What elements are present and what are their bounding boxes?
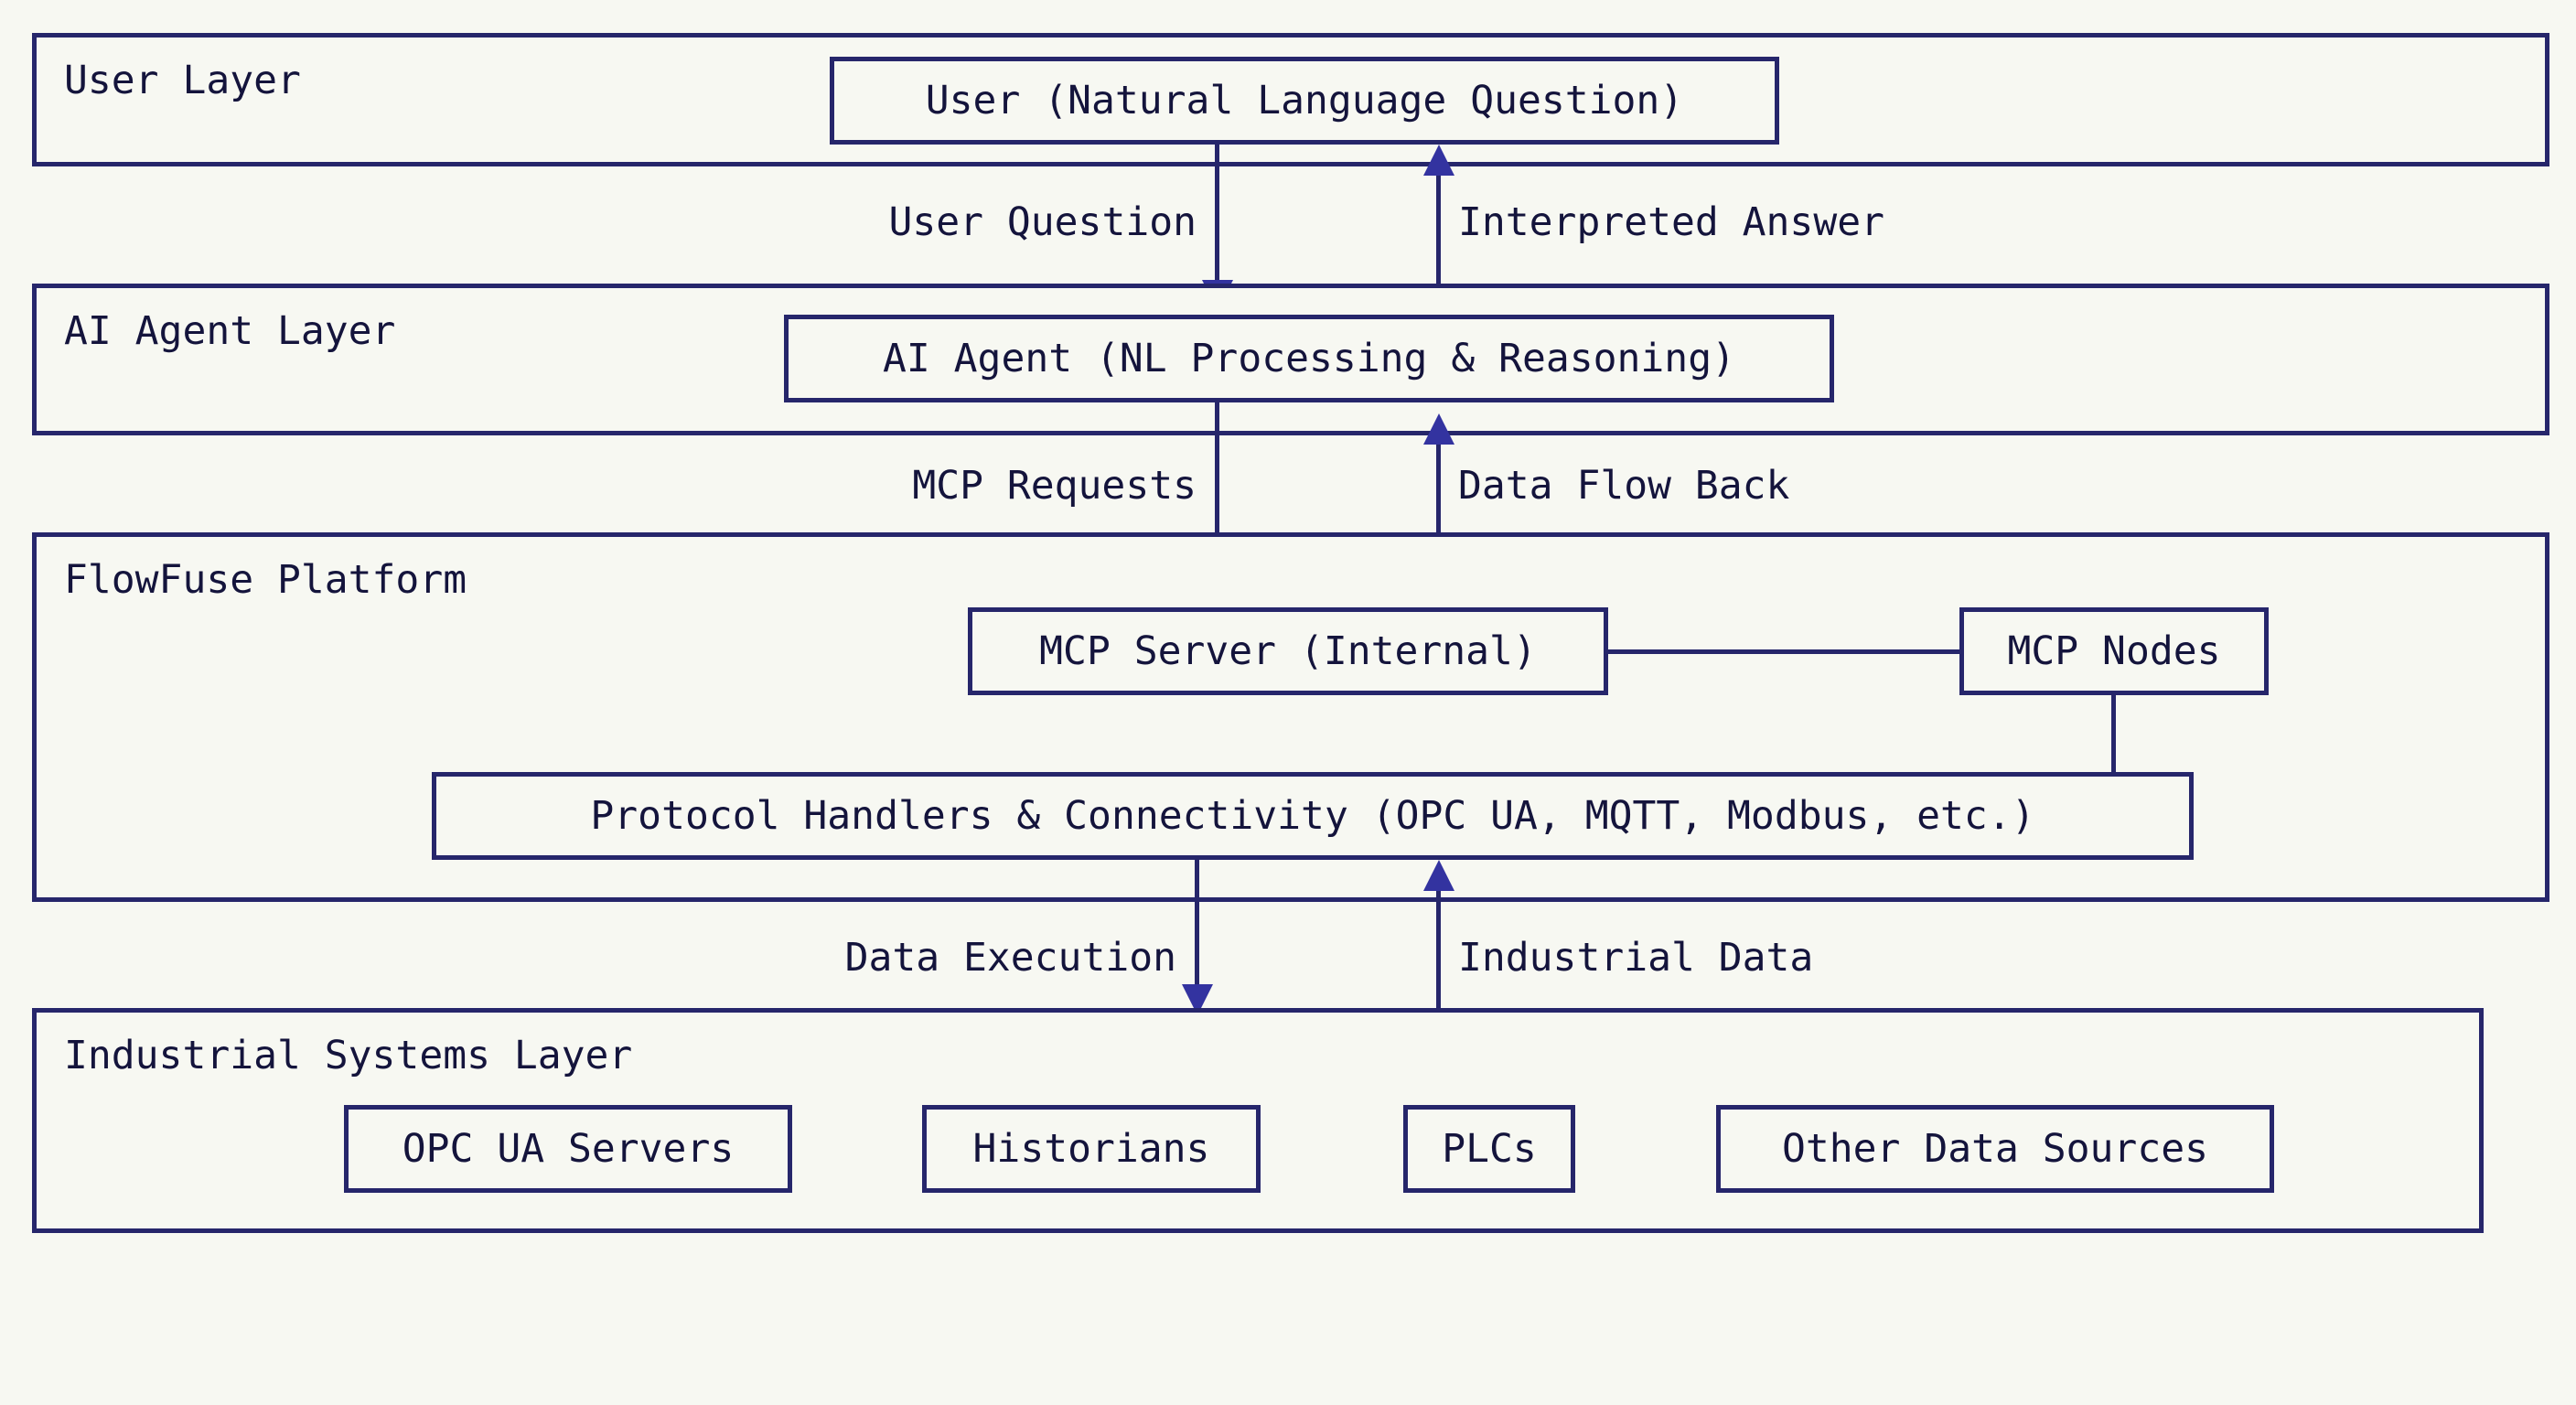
node-label-ai-agent: AI Agent (NL Processing & Reasoning) [883, 336, 1735, 381]
node-mcp-nodes[interactable]: MCP Nodes [1959, 607, 2269, 695]
edge-line-mcp-server-to-nodes [1606, 649, 1961, 654]
layer-title-user: User Layer [64, 58, 301, 103]
edge-label-data-flow-back: Data Flow Back [1458, 463, 1790, 509]
node-label-other-data-sources: Other Data Sources [1782, 1126, 2208, 1172]
edge-arrowhead-interpreted-answer [1423, 145, 1454, 176]
edge-line-data-execution [1195, 860, 1199, 1014]
layer-title-ai-agent: AI Agent Layer [64, 308, 396, 354]
layer-title-industrial-systems: Industrial Systems Layer [64, 1033, 633, 1078]
node-mcp-server[interactable]: MCP Server (Internal) [968, 607, 1608, 695]
edge-line-industrial-data [1436, 889, 1441, 1014]
node-opc-ua-servers[interactable]: OPC UA Servers [344, 1105, 792, 1193]
node-protocol-handlers[interactable]: Protocol Handlers & Connectivity (OPC UA… [432, 772, 2194, 860]
node-user[interactable]: User (Natural Language Question) [830, 57, 1779, 145]
edge-line-user-question [1215, 145, 1219, 304]
edge-arrowhead-industrial-data [1423, 860, 1454, 891]
edge-label-industrial-data: Industrial Data [1458, 935, 1814, 981]
edge-line-mcp-nodes-to-protocol [2111, 693, 2116, 774]
edge-label-user-question: User Question [888, 199, 1197, 245]
node-ai-agent[interactable]: AI Agent (NL Processing & Reasoning) [784, 315, 1834, 402]
layer-title-flowfuse-platform: FlowFuse Platform [64, 557, 467, 603]
node-plcs[interactable]: PLCs [1403, 1105, 1575, 1193]
node-historians[interactable]: Historians [922, 1105, 1261, 1193]
edge-label-mcp-requests: MCP Requests [912, 463, 1197, 509]
node-other-data-sources[interactable]: Other Data Sources [1716, 1105, 2274, 1193]
edge-label-data-execution: Data Execution [844, 935, 1176, 981]
node-label-plcs: PLCs [1442, 1126, 1537, 1172]
node-label-mcp-nodes: MCP Nodes [2007, 628, 2221, 674]
node-label-historians: Historians [972, 1126, 1210, 1172]
edge-arrowhead-data-flow-back [1423, 413, 1454, 445]
node-label-user: User (Natural Language Question) [925, 78, 1684, 123]
edge-label-interpreted-answer: Interpreted Answer [1458, 199, 1884, 245]
node-label-protocol-handlers: Protocol Handlers & Connectivity (OPC UA… [590, 793, 2035, 839]
node-label-mcp-server: MCP Server (Internal) [1039, 628, 1537, 674]
node-label-opc-ua-servers: OPC UA Servers [402, 1126, 735, 1172]
edge-line-mcp-requests [1215, 402, 1219, 602]
